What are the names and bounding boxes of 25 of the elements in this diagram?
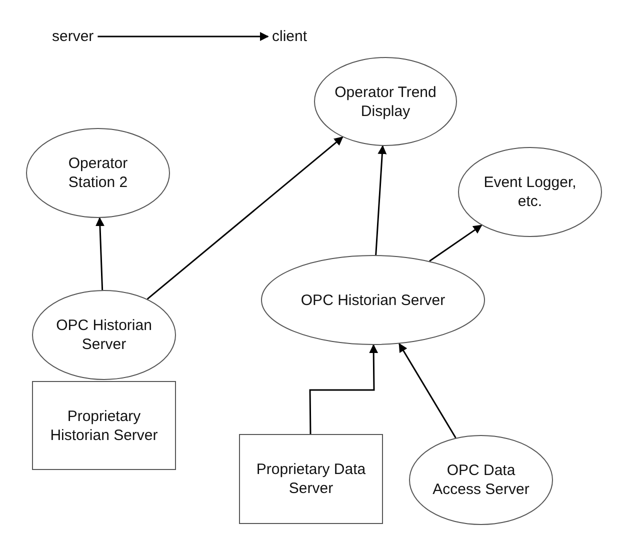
arrow <box>98 32 269 41</box>
node-label: Operator Trend Display <box>334 82 438 120</box>
ellipse-node <box>409 435 553 525</box>
node-label: OPC Historian Server <box>300 290 446 310</box>
ellipse-node <box>314 57 457 146</box>
process-box <box>32 381 176 470</box>
arrow <box>429 224 482 262</box>
node-label: Operator Station 2 <box>67 154 129 192</box>
node-label: server <box>52 28 94 45</box>
arrow <box>309 344 378 434</box>
ellipse-node <box>32 290 176 380</box>
node-label: Proprietary Data Server <box>255 460 367 498</box>
arrow <box>95 217 104 290</box>
ellipse-node <box>458 147 602 237</box>
node-label: client <box>272 28 308 45</box>
arrow <box>146 136 344 300</box>
arrow <box>398 342 456 438</box>
node-label: Proprietary Historian Server <box>49 406 159 444</box>
node-label: OPC Historian Server <box>55 316 153 354</box>
arrow <box>375 145 387 256</box>
node-label: OPC Data Access Server <box>432 461 530 499</box>
process-box <box>239 434 383 524</box>
node-label: Event Logger, etc. <box>482 173 578 211</box>
ellipse-node <box>261 255 485 345</box>
ellipse-node <box>26 128 170 218</box>
